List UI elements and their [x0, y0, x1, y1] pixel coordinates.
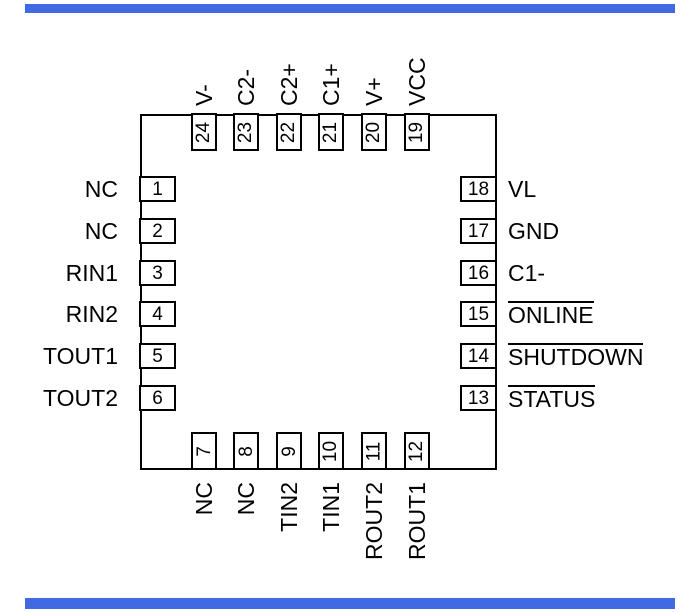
pin-box-11: 11: [361, 432, 387, 470]
pin-label-v-plus: V+: [361, 77, 387, 106]
pin-number-8: 8: [235, 445, 257, 457]
pin-label-tout2: TOUT2: [43, 385, 118, 411]
pin-box-4: 4: [139, 301, 176, 327]
pin-box-24: 24: [191, 113, 217, 151]
pin-label-tin1: TIN1: [318, 482, 344, 532]
pin-number-1: 1: [152, 178, 163, 200]
pin-number-16: 16: [467, 262, 490, 284]
pin-box-6: 6: [139, 385, 176, 411]
pin-label-c2-minus: C2-: [233, 68, 259, 106]
pin-number-13: 13: [467, 387, 490, 409]
pin-box-20: 20: [361, 113, 387, 151]
pin-number-7: 7: [193, 445, 215, 457]
pin-label-vl: VL: [508, 176, 537, 202]
pin-box-18: 18: [460, 176, 497, 202]
pin-label-vcc: VCC: [404, 57, 430, 106]
pin-box-10: 10: [318, 432, 344, 470]
pin-box-5: 5: [139, 343, 176, 369]
pin-label-tin2: TIN2: [276, 482, 302, 532]
pin-box-13: 13: [460, 385, 497, 411]
pin-label-c2-plus: C2+: [276, 63, 302, 106]
pin-number-10: 10: [320, 440, 342, 462]
pin-label-c1-minus: C1-: [508, 260, 546, 286]
pin-label-rout2: ROUT2: [361, 482, 387, 560]
pin-box-21: 21: [318, 113, 344, 151]
pin-number-24: 24: [193, 121, 215, 143]
pin-box-23: 23: [233, 113, 259, 151]
pin-label-nc-8: NC: [233, 482, 259, 516]
pin-number-19: 19: [406, 121, 428, 143]
pin-box-12: 12: [404, 432, 430, 470]
pin-box-2: 2: [139, 218, 176, 244]
pin-number-18: 18: [467, 178, 490, 200]
pin-box-16: 16: [460, 260, 497, 286]
pin-label-nc-2: NC: [84, 218, 118, 244]
pin-number-23: 23: [235, 121, 257, 143]
pin-box-9: 9: [276, 432, 302, 470]
pin-label-shutdown: SHUTDOWN: [508, 343, 644, 370]
pin-box-14: 14: [460, 343, 497, 369]
pin-box-19: 19: [404, 113, 430, 151]
top-accent-bar: [25, 4, 675, 13]
pin-label-rout1: ROUT1: [404, 482, 430, 560]
pin-box-7: 7: [191, 432, 217, 470]
pin-number-5: 5: [152, 345, 163, 367]
pin-number-17: 17: [467, 220, 490, 242]
chip-body: [140, 114, 497, 470]
pin-label-tout1: TOUT1: [43, 343, 118, 369]
pin-number-3: 3: [152, 262, 163, 284]
pin-number-11: 11: [363, 441, 385, 461]
pin-box-22: 22: [276, 113, 302, 151]
pin-box-15: 15: [460, 301, 497, 327]
pin-number-12: 12: [406, 440, 428, 462]
pin-number-20: 20: [363, 121, 385, 143]
pin-number-15: 15: [467, 303, 490, 325]
bottom-accent-bar: [25, 598, 675, 609]
pin-number-4: 4: [152, 303, 163, 325]
pin-label-rin2: RIN2: [65, 301, 118, 327]
pin-box-8: 8: [233, 432, 259, 470]
pin-box-1: 1: [139, 176, 176, 202]
pin-box-17: 17: [460, 218, 497, 244]
pin-number-2: 2: [152, 220, 163, 242]
pin-box-3: 3: [139, 260, 176, 286]
pin-label-online: ONLINE: [508, 301, 594, 328]
pin-number-22: 22: [278, 121, 300, 143]
pin-label-rin1: RIN1: [65, 260, 118, 286]
pin-number-14: 14: [467, 345, 490, 367]
pin-number-6: 6: [152, 387, 163, 409]
pin-number-9: 9: [278, 445, 300, 457]
pin-label-nc-1: NC: [84, 176, 118, 202]
pin-label-status: STATUS: [508, 385, 596, 412]
pin-label-nc-7: NC: [191, 482, 217, 516]
pin-label-gnd: GND: [508, 218, 560, 244]
pin-number-21: 21: [320, 121, 342, 143]
pin-label-c1-plus: C1+: [318, 63, 344, 106]
pin-label-v-minus: V-: [191, 84, 217, 106]
